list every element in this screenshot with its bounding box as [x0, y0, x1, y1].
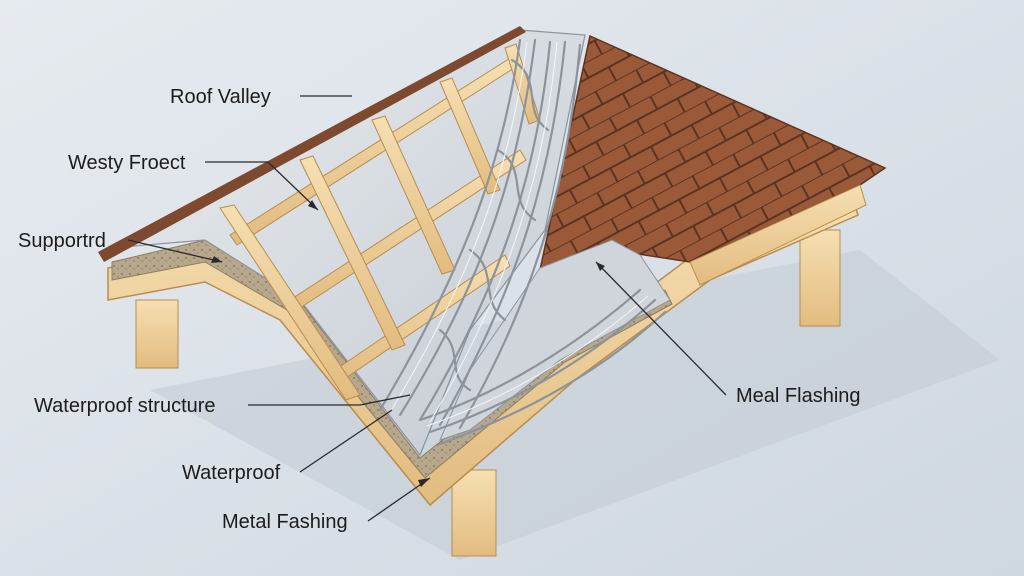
- battens: [219, 43, 541, 401]
- left-roof-edge: [98, 26, 526, 262]
- valley-fiber-bundle: [378, 38, 667, 446]
- label-roof-valley: Roof Valley: [170, 86, 271, 108]
- right-fascia: [689, 184, 867, 286]
- label-meal-flashing: Meal Flashing: [736, 385, 861, 407]
- leader-supportrd: [127, 239, 223, 263]
- leader-meal-flashing: [595, 261, 727, 396]
- leader-lines: [127, 95, 727, 522]
- post-left: [135, 299, 179, 369]
- valley-flashing-sheet: [439, 239, 671, 441]
- support-posts: [135, 229, 841, 557]
- label-waterproof-structure: Waterproof structure: [34, 395, 216, 417]
- label-supportrd: Supportrd: [18, 230, 106, 252]
- leader-arrowheads: [211, 200, 605, 487]
- leader-waterproof: [299, 409, 393, 473]
- floor-shadow: [150, 250, 1000, 560]
- leader-waterproof-structure: [248, 394, 411, 406]
- leader-metal-fashing: [367, 477, 431, 522]
- fiber-highlights: [389, 41, 649, 427]
- label-metal-fashing: Metal Fashing: [222, 511, 348, 533]
- post-front: [451, 469, 497, 557]
- label-westy-froect: Westy Froect: [68, 152, 186, 174]
- post-right: [799, 229, 841, 327]
- label-waterproof: Waterproof: [182, 462, 281, 484]
- leader-westy-froect: [205, 161, 319, 211]
